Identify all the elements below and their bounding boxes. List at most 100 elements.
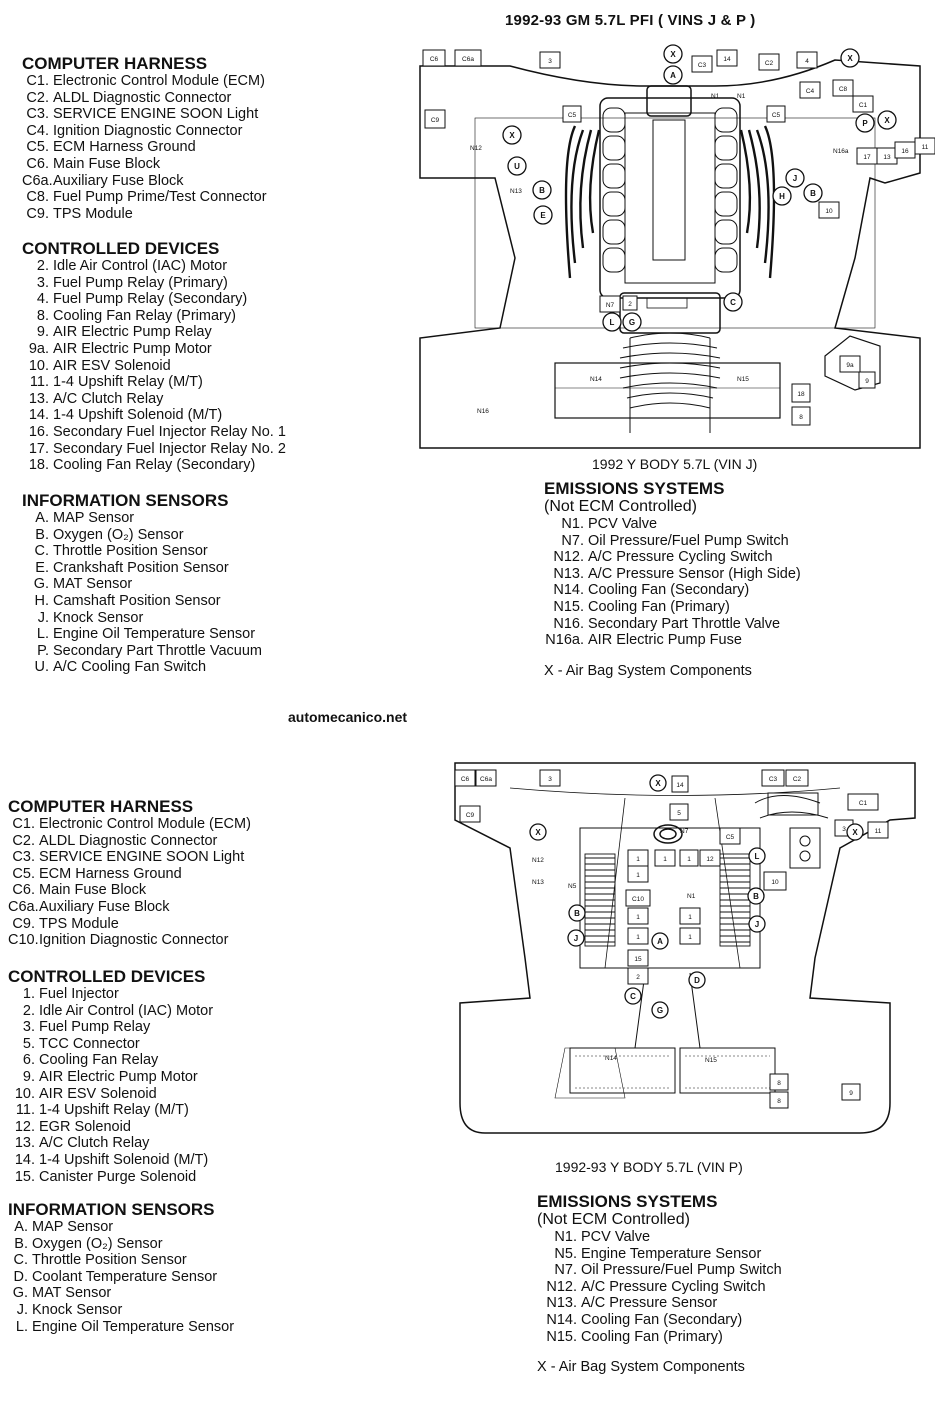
- item-id: C6.: [26, 155, 49, 172]
- item-id: G.: [33, 576, 49, 593]
- item-text: Knock Sensor: [53, 609, 144, 626]
- diagram-circle-label: X: [649, 774, 667, 792]
- list-item: C9.TPS Module: [22, 206, 267, 223]
- diagram-text-label: N7: [680, 828, 689, 835]
- bottom-diagram-caption: 1992-93 Y BODY 5.7L (VIN P): [555, 1159, 743, 1175]
- item-id: C2.: [26, 89, 49, 106]
- item-id: N14.: [553, 582, 584, 599]
- item-id: N13.: [546, 1295, 577, 1312]
- list-item: 13.A/C Clutch Relay: [8, 1135, 213, 1152]
- section-heading: CONTROLLED DEVICES: [8, 967, 206, 986]
- diagram-box-label: 5: [669, 803, 689, 821]
- item-id: N16.: [553, 615, 584, 632]
- list-item: 4.Fuel Pump Relay (Secondary): [22, 291, 286, 308]
- item-text: MAP Sensor: [32, 1219, 114, 1235]
- diagram-circle-text: X: [847, 54, 853, 63]
- list-item: U.A/C Cooling Fan Switch: [22, 659, 262, 676]
- diagram-circle-text: X: [655, 779, 661, 788]
- list-item: 6.Cooling Fan Relay: [8, 1052, 213, 1069]
- list-item: N13.A/C Pressure Sensor (High Side): [544, 566, 800, 583]
- item-id: C3.: [26, 106, 49, 123]
- diagram-box-text: C2: [765, 60, 774, 67]
- diagram-circle-label: D: [688, 971, 706, 989]
- diagram-text-label: N1: [711, 93, 720, 100]
- top-controlled-devices: CONTROLLED DEVICES 2.Idle Air Control (I…: [22, 240, 286, 474]
- diagram-box-label: 8: [769, 1091, 789, 1109]
- diagram-box-text: 9: [865, 378, 869, 385]
- item-text: Fuel Pump Prime/Test Connector: [53, 189, 267, 206]
- item-text: EGR Solenoid: [39, 1118, 131, 1135]
- section-heading: COMPUTER HARNESS: [8, 797, 194, 816]
- diagram-box-text: 3: [548, 58, 552, 65]
- diagram-box-label: 1: [654, 849, 676, 867]
- diagram-box-label: 14: [671, 775, 689, 793]
- item-id: 11.: [15, 1102, 35, 1119]
- item-text: Oil Pressure/Fuel Pump Switch: [588, 532, 789, 549]
- diagram-circle-text: A: [670, 71, 676, 80]
- diagram-box-text: 10: [825, 208, 833, 215]
- diagram-box-label: 10: [763, 871, 787, 891]
- section-heading: EMISSIONS SYSTEMS: [537, 1192, 718, 1211]
- list-item: N1.PCV Valve: [544, 516, 801, 533]
- list-item: G.MAT Sensor: [0, 1285, 234, 1302]
- diagram-circle-label: J: [567, 929, 585, 947]
- item-id: J.: [37, 609, 49, 626]
- item-text: Oil Pressure/Fuel Pump Switch: [581, 1262, 782, 1279]
- item-id: 9.: [36, 324, 49, 341]
- list-item: N13.A/C Pressure Sensor: [537, 1295, 782, 1312]
- item-text: Throttle Position Sensor: [32, 1252, 187, 1269]
- diagram-box-label: C8: [832, 79, 854, 97]
- diagram-box-label: 2: [622, 295, 638, 311]
- diagram-circle-label: L: [748, 847, 766, 865]
- item-id: 16.: [28, 423, 49, 440]
- diagram-circle-label: A: [663, 65, 683, 85]
- section-subheading: (Not ECM Controlled): [544, 498, 697, 515]
- diagram-box-text: N7: [606, 302, 615, 309]
- list-item: L.Engine Oil Temperature Sensor: [0, 1319, 234, 1336]
- item-text: AIR Electric Pump Motor: [39, 1068, 198, 1085]
- list-item: C6a.Auxiliary Fuse Block: [22, 173, 267, 190]
- bottom-emissions-systems: EMISSIONS SYSTEMS (Not ECM Controlled) N…: [537, 1193, 782, 1376]
- item-id: C.: [13, 1252, 29, 1269]
- diagram-text-label: N12: [532, 857, 544, 864]
- diagram-box-text: 10: [771, 879, 779, 886]
- diagram-box-text: 14: [723, 56, 731, 63]
- list-item: 9.AIR Electric Pump Motor: [8, 1069, 213, 1086]
- diagram-box-text: 15: [634, 956, 642, 963]
- list-item: C1.Electronic Control Module (ECM): [8, 816, 251, 833]
- diagram-box-label: 9: [841, 1083, 861, 1101]
- diagram-circle-text: U: [514, 162, 520, 171]
- list-item: N7.Oil Pressure/Fuel Pump Switch: [544, 533, 801, 550]
- item-text: 1-4 Upshift Relay (M/T): [53, 374, 203, 391]
- item-text: Cooling Fan Relay: [39, 1052, 159, 1069]
- diagram-box-label: C2: [785, 769, 809, 787]
- item-text: Electronic Control Module (ECM): [39, 816, 251, 832]
- list-item: 13.A/C Clutch Relay: [22, 391, 286, 408]
- diagram-box-label: C1: [852, 95, 874, 113]
- item-text: Crankshaft Position Sensor: [53, 559, 229, 576]
- diagram-circle-text: L: [610, 318, 615, 327]
- item-text: Canister Purge Solenoid: [39, 1168, 197, 1185]
- diagram-circle-label: E: [533, 205, 553, 225]
- diagram-circle-text: X: [884, 116, 890, 125]
- airbag-note: X - Air Bag System Components: [544, 662, 752, 679]
- diagram-circle-text: C: [730, 298, 736, 307]
- item-id: J.: [16, 1301, 28, 1318]
- item-id: 9.: [22, 1068, 35, 1085]
- diagram-box-text: 11: [922, 144, 929, 151]
- item-text: Auxiliary Fuse Block: [53, 172, 184, 189]
- section-heading: COMPUTER HARNESS: [22, 54, 208, 73]
- item-id: 3.: [36, 274, 49, 291]
- diagram-circle-text: X: [535, 828, 541, 837]
- item-text: Engine Oil Temperature Sensor: [53, 626, 256, 643]
- item-text: TCC Connector: [39, 1035, 140, 1052]
- item-id: C3.: [12, 849, 35, 866]
- item-id: C1.: [12, 816, 35, 832]
- diagram-circle-text: C: [630, 992, 636, 1001]
- item-id: 13.: [14, 1135, 35, 1152]
- list-item: J.Knock Sensor: [22, 610, 262, 627]
- list-item: 1.Fuel Injector: [8, 986, 213, 1003]
